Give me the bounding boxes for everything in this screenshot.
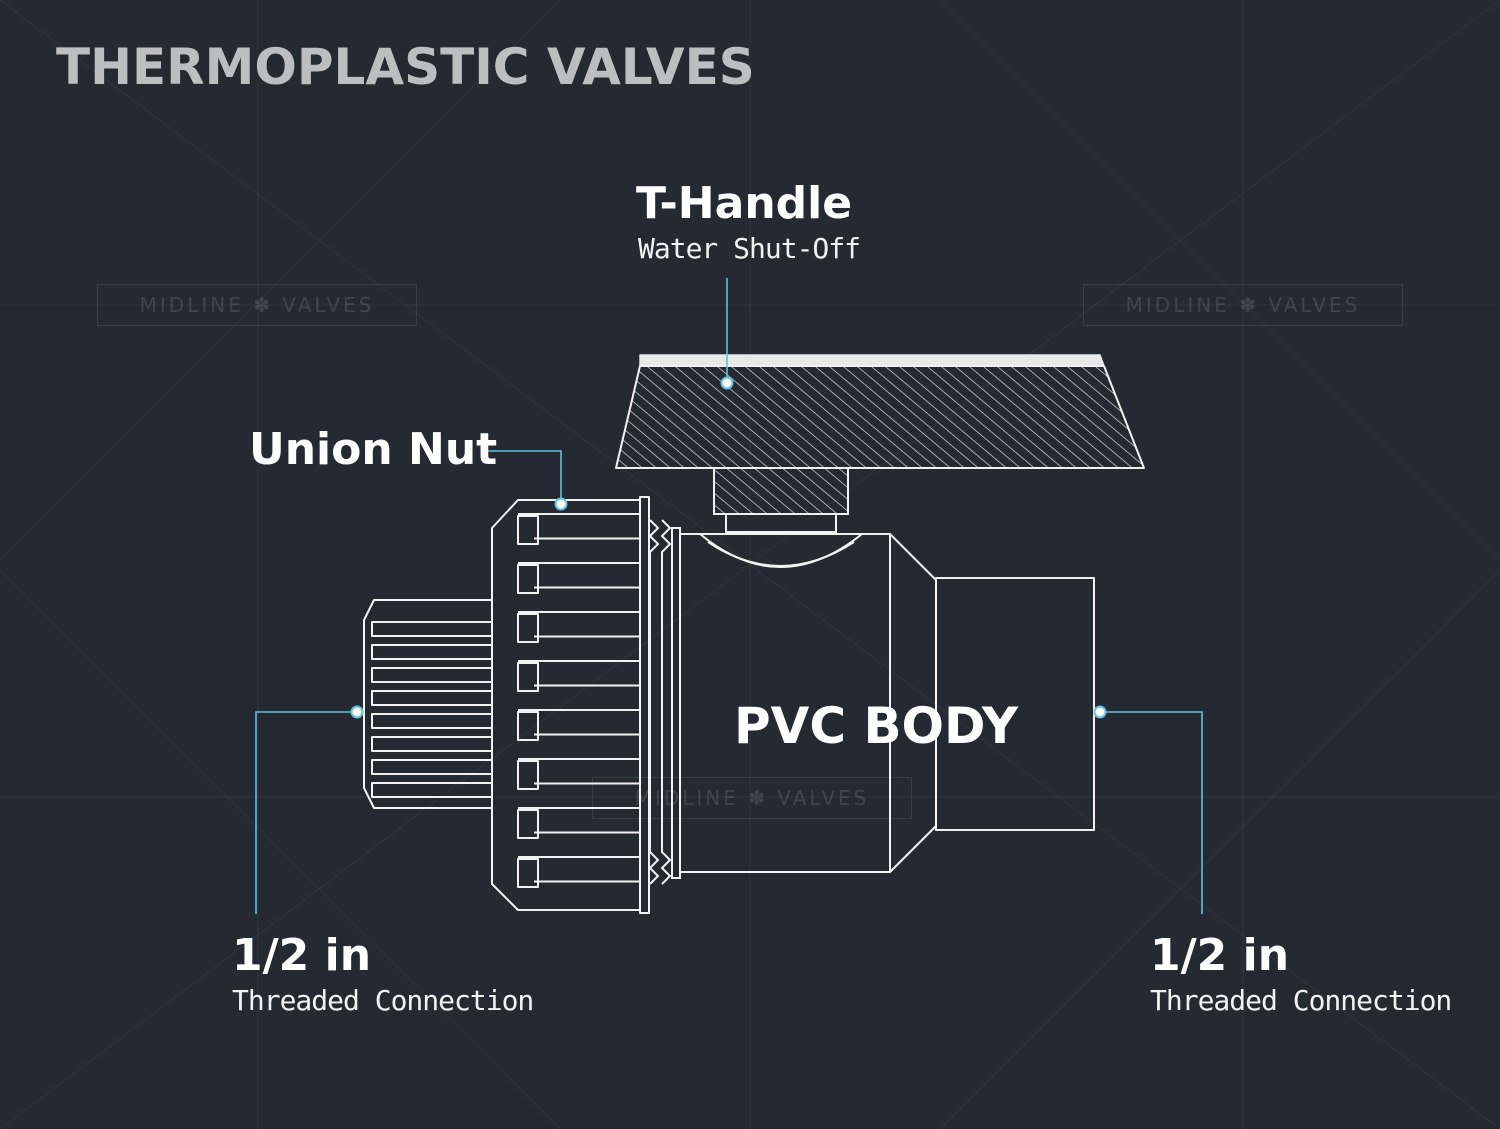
- union-nut-grip: [517, 711, 539, 741]
- thread-ridge: [371, 736, 493, 752]
- left-threaded-end: [363, 599, 493, 809]
- right-connection-sublabel: Threaded Connection: [1150, 984, 1452, 1017]
- thread-ridge: [371, 782, 493, 798]
- union-nut-callout-dot: [554, 497, 568, 511]
- thread-ridge: [371, 690, 493, 706]
- leader-lines: [255, 278, 1203, 914]
- union-nut-label: Union Nut: [249, 424, 498, 475]
- union-nut-grip: [517, 564, 539, 594]
- handle-sublabel: Water Shut-Off: [638, 232, 861, 265]
- thread-rings: [648, 519, 681, 885]
- thread-ridge: [371, 759, 493, 775]
- stem-dome: [699, 533, 863, 568]
- watermark-left: MIDLINE ✽ VALVES: [97, 284, 417, 326]
- t-handle: [615, 354, 1145, 533]
- pvc-body-label: PVC BODY: [734, 697, 1019, 755]
- thread-ridge: [371, 713, 493, 729]
- union-nut-grip: [517, 858, 539, 888]
- handle-label: T-Handle: [636, 178, 853, 229]
- leader-dots: [350, 376, 1107, 719]
- left-connection-sublabel: Threaded Connection: [232, 984, 534, 1017]
- left-connection-label: 1/2 in: [232, 930, 372, 981]
- union-nut-grip: [517, 662, 539, 692]
- left-connection-callout-dot: [350, 705, 364, 719]
- thread-ridge: [371, 621, 493, 637]
- right-connection-label: 1/2 in: [1150, 930, 1290, 981]
- union-nut-grip: [517, 613, 539, 643]
- union-nut: [491, 496, 650, 914]
- union-nut-grip: [517, 760, 539, 790]
- thread-ridge: [371, 667, 493, 683]
- thread-ridge: [371, 644, 493, 660]
- watermark-right: MIDLINE ✽ VALVES: [1083, 284, 1403, 326]
- watermark-center: MIDLINE ✽ VALVES: [592, 777, 912, 819]
- right-connection-callout-dot: [1093, 705, 1107, 719]
- union-nut-grip: [517, 809, 539, 839]
- page-title: THERMOPLASTIC VALVES: [56, 38, 755, 96]
- union-nut-grip: [517, 515, 539, 545]
- handle-callout-dot: [720, 376, 734, 390]
